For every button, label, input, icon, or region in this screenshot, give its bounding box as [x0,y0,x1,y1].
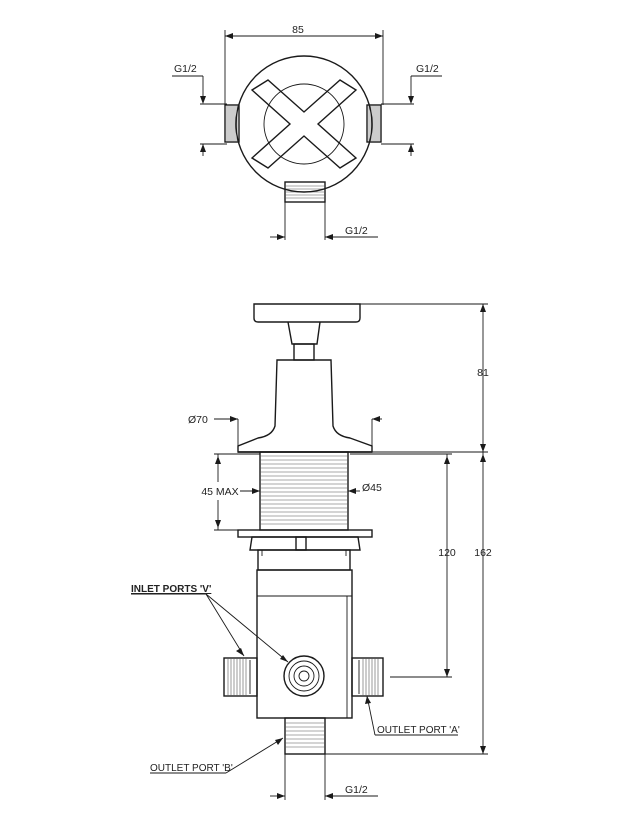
wall-thickness-label: 45 MAX [201,486,238,498]
bonnet [237,359,373,453]
outlet-a-port [351,657,384,697]
side-view: 81 162 120 Ø70 45 MAX Ø45 [131,303,492,800]
flange-diameter-label: Ø70 [188,414,208,426]
outlet-b-port [284,717,326,755]
body-diameter-label: Ø45 [362,482,382,494]
bottom-outlet-thread-top [285,185,325,199]
top-outlet-thread-label: G1/2 [345,225,368,237]
lock-nut [249,536,361,551]
handle-bar [253,303,361,323]
inlet-ports-callout: INLET PORTS 'V' [131,584,211,595]
right-inlet-thread-label: G1/2 [416,63,439,75]
top-view: 85 G1/2 G1/2 [172,24,442,240]
handle-disc [235,55,373,193]
side-outlet-thread-label: G1/2 [345,784,368,796]
cross-handle-top [250,79,358,169]
body-threads [260,455,348,525]
left-inlet-port [223,657,258,697]
outlet-b-callout: OUTLET PORT 'B' [150,763,233,774]
handle-height-label: 81 [477,367,489,379]
outlet-a-callout: OUTLET PORT 'A' [377,725,460,736]
total-depth-label: 162 [474,547,492,559]
outlet-a-depth-label: 120 [438,547,456,559]
left-inlet-thread-label: G1/2 [174,63,197,75]
width-dimension-label: 85 [292,24,304,36]
front-inlet-port [283,655,325,697]
mounting-plate [237,529,373,538]
